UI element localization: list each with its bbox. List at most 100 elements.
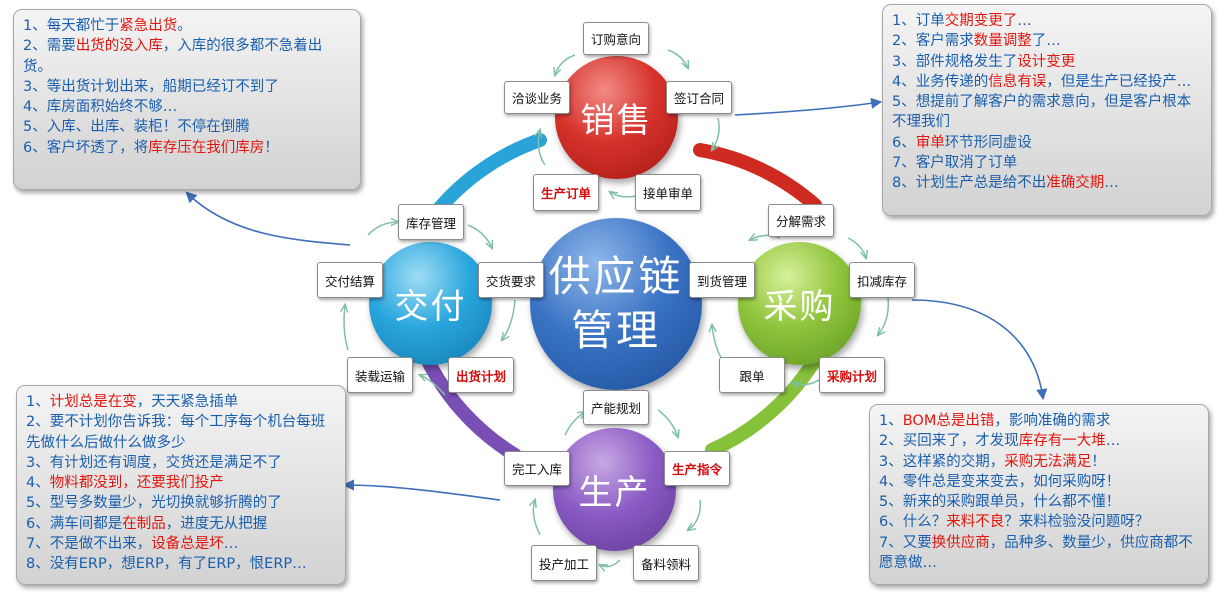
box-shipping-plan: 出货计划 xyxy=(448,357,514,393)
note-highlight-text: 设计变更 xyxy=(1017,53,1076,70)
note-text: 2、要不计划你告诉我：每个工序每个机台每班先做什么后做什么做多少 xyxy=(26,414,326,451)
note-text: 5、型号多数量少，光切换就够折腾的了 xyxy=(26,495,282,512)
core-label-line1: 供应链 xyxy=(548,252,684,301)
note-text: … xyxy=(1104,175,1119,192)
note-text: ！ xyxy=(264,139,279,156)
box-production-order: 生产指令 xyxy=(664,451,730,486)
note-text: ，进度无从把握 xyxy=(165,515,268,532)
note-line: 4、业务传递的信息有误，但是生产已经投产… xyxy=(892,72,1202,92)
note-text: ，品种多、数量少，供应商都不愿意做… xyxy=(879,534,1193,572)
note-highlight-text: 库存有一大堆 xyxy=(1018,433,1106,450)
note-text: ，但是生产已经投产… xyxy=(1046,73,1192,90)
note-text: 1、每天都忙于 xyxy=(23,18,120,34)
note-text: 4、 xyxy=(26,475,50,492)
note-highlight-text: 数量调整 xyxy=(973,33,1032,50)
ring-arc-production-delivery xyxy=(418,348,522,462)
note-text: 5、想提前了解客户的需求意向，但是客户根本不理我们 xyxy=(892,94,1192,131)
box-order-intent: 订购意向 xyxy=(583,22,649,55)
box-inventory-mgmt: 库存管理 xyxy=(398,204,464,240)
note-text: 4、零件总是变来变去，如何采购呀！ xyxy=(879,473,1121,490)
note-text: 8、计划生产总是给不出 xyxy=(892,175,1047,192)
sales-circle: 销售 xyxy=(555,56,678,179)
note-text: 了… xyxy=(1031,33,1061,50)
note-line: 7、不是做不出来，设备总是坏… xyxy=(26,534,336,554)
note-text: 2、客户需求 xyxy=(892,33,974,50)
note-text: 7、客户取消了订单 xyxy=(892,155,1018,172)
note-text: 6、满车间都是 xyxy=(26,515,123,532)
production-label: 生产 xyxy=(578,473,651,513)
note-text: 2、买回来了，才发现 xyxy=(879,433,1019,450)
note-text: 7、不是做不出来， xyxy=(26,536,152,553)
note-highlight-text: 设备总是坏 xyxy=(151,536,224,553)
note-text: 7、又要 xyxy=(879,534,932,551)
delivery-circle: 交付 xyxy=(369,242,492,365)
core-label-line2: 管理 xyxy=(570,306,661,355)
box-sales-order: 生产订单 xyxy=(533,174,599,211)
delivery-label: 交付 xyxy=(394,287,467,327)
note-line: 2、需要出货的没入库，入库的很多都不急着出货。 xyxy=(23,36,351,77)
note-line: 6、什么？来料不良？来料检验没问题呀？ xyxy=(879,512,1199,532)
note-line: 4、物料都没到，还要我们投产 xyxy=(26,473,336,493)
note-line: 3、这样紧的交期，采购无法满足！ xyxy=(879,452,1199,472)
note-text: 4、库房面积始终不够… xyxy=(23,99,178,116)
note-line: 1、每天都忙于紧急出货。 xyxy=(23,16,351,36)
note-text: … xyxy=(1017,13,1032,29)
note-text: … xyxy=(1105,433,1121,450)
box-delivery-request: 交货要求 xyxy=(478,262,544,298)
note-line: 2、买回来了，才发现库存有一大堆… xyxy=(879,431,1199,451)
note-line: 2、客户需求数量调整了… xyxy=(892,31,1202,51)
box-decompose-demand: 分解需求 xyxy=(768,204,834,237)
box-finished-storage: 完工入库 xyxy=(504,451,570,486)
note-line: 5、新来的采购跟单员，什么都不懂！ xyxy=(879,492,1199,512)
note-text: ，天天紧急插单 xyxy=(136,394,239,410)
note-text: 3、这样紧的交期， xyxy=(879,453,1005,470)
note-line: 8、计划生产总是给不出准确交期… xyxy=(892,173,1202,193)
note-line: 7、又要换供应商，品种多、数量少，供应商都不愿意做… xyxy=(879,533,1199,574)
purchasing-circle: 采购 xyxy=(738,242,861,365)
note-text: 3、有计划还有调度，交货还是满足不了 xyxy=(26,454,282,471)
note-delivery-problems: 1、每天都忙于紧急出货。2、需要出货的没入库，入库的很多都不急着出货。3、等出货… xyxy=(13,9,361,190)
note-highlight-text: 库存压在我们库房 xyxy=(148,139,265,156)
note-text: 1、 xyxy=(26,394,50,410)
sales-label: 销售 xyxy=(580,101,653,141)
note-line: 6、审单环节形同虚设 xyxy=(892,133,1202,153)
note-line: 5、入库、出库、装柜！不停在倒腾 xyxy=(23,117,351,137)
note-text: 3、等出货计划出来，船期已经订不到了 xyxy=(23,78,279,95)
note-highlight-text: 审单 xyxy=(915,134,945,151)
box-follow-up: 跟单 xyxy=(719,357,785,393)
note-text: 6、客户坏透了，将 xyxy=(23,139,149,156)
note-text: 3、部件规格发生了 xyxy=(892,53,1018,70)
note-text: ？来料检验没问题呀？ xyxy=(1004,514,1150,531)
box-sign-contract: 签订合同 xyxy=(666,81,732,114)
connector-arrow-purchasing-note xyxy=(911,299,1048,401)
note-highlight-text: 交期变更了 xyxy=(944,13,1018,29)
note-text: … xyxy=(223,536,239,553)
note-text: 8、没有ERP，想ERP，有了ERP，恨ERP… xyxy=(26,556,307,573)
note-text: 5、新来的采购跟单员，什么都不懂！ xyxy=(879,494,1121,511)
note-text: ！ xyxy=(1091,453,1106,470)
note-line: 7、客户取消了订单 xyxy=(892,153,1202,173)
box-capacity-plan: 产能规划 xyxy=(583,390,649,425)
note-highlight-text: 出货的没入库 xyxy=(75,38,163,55)
note-line: 1、计划总是在变，天天紧急插单 xyxy=(26,392,336,412)
note-line: 6、满车间都是在制品，进度无从把握 xyxy=(26,514,336,534)
production-circle: 生产 xyxy=(553,428,676,551)
note-highlight-text: 准确交期 xyxy=(1046,175,1105,192)
note-text: 1、订单 xyxy=(892,13,945,29)
note-line: 3、有计划还有调度，交货还是满足不了 xyxy=(26,453,336,473)
note-highlight-text: 采购无法满足 xyxy=(1004,453,1092,470)
note-text: 6、 xyxy=(892,134,916,151)
supply-chain-core-circle: 供应链 管理 xyxy=(530,218,702,390)
note-line: 5、型号多数量少，光切换就够折腾的了 xyxy=(26,493,336,513)
note-highlight-text: 在制品 xyxy=(122,515,166,532)
purchasing-label: 采购 xyxy=(763,287,836,327)
note-highlight-text: 来料不良 xyxy=(946,514,1005,531)
connector-arrow-delivery-note xyxy=(185,191,351,246)
note-text: 。 xyxy=(177,18,192,34)
box-negotiate: 洽谈业务 xyxy=(504,81,570,114)
note-text: 4、业务传递的 xyxy=(892,73,989,90)
